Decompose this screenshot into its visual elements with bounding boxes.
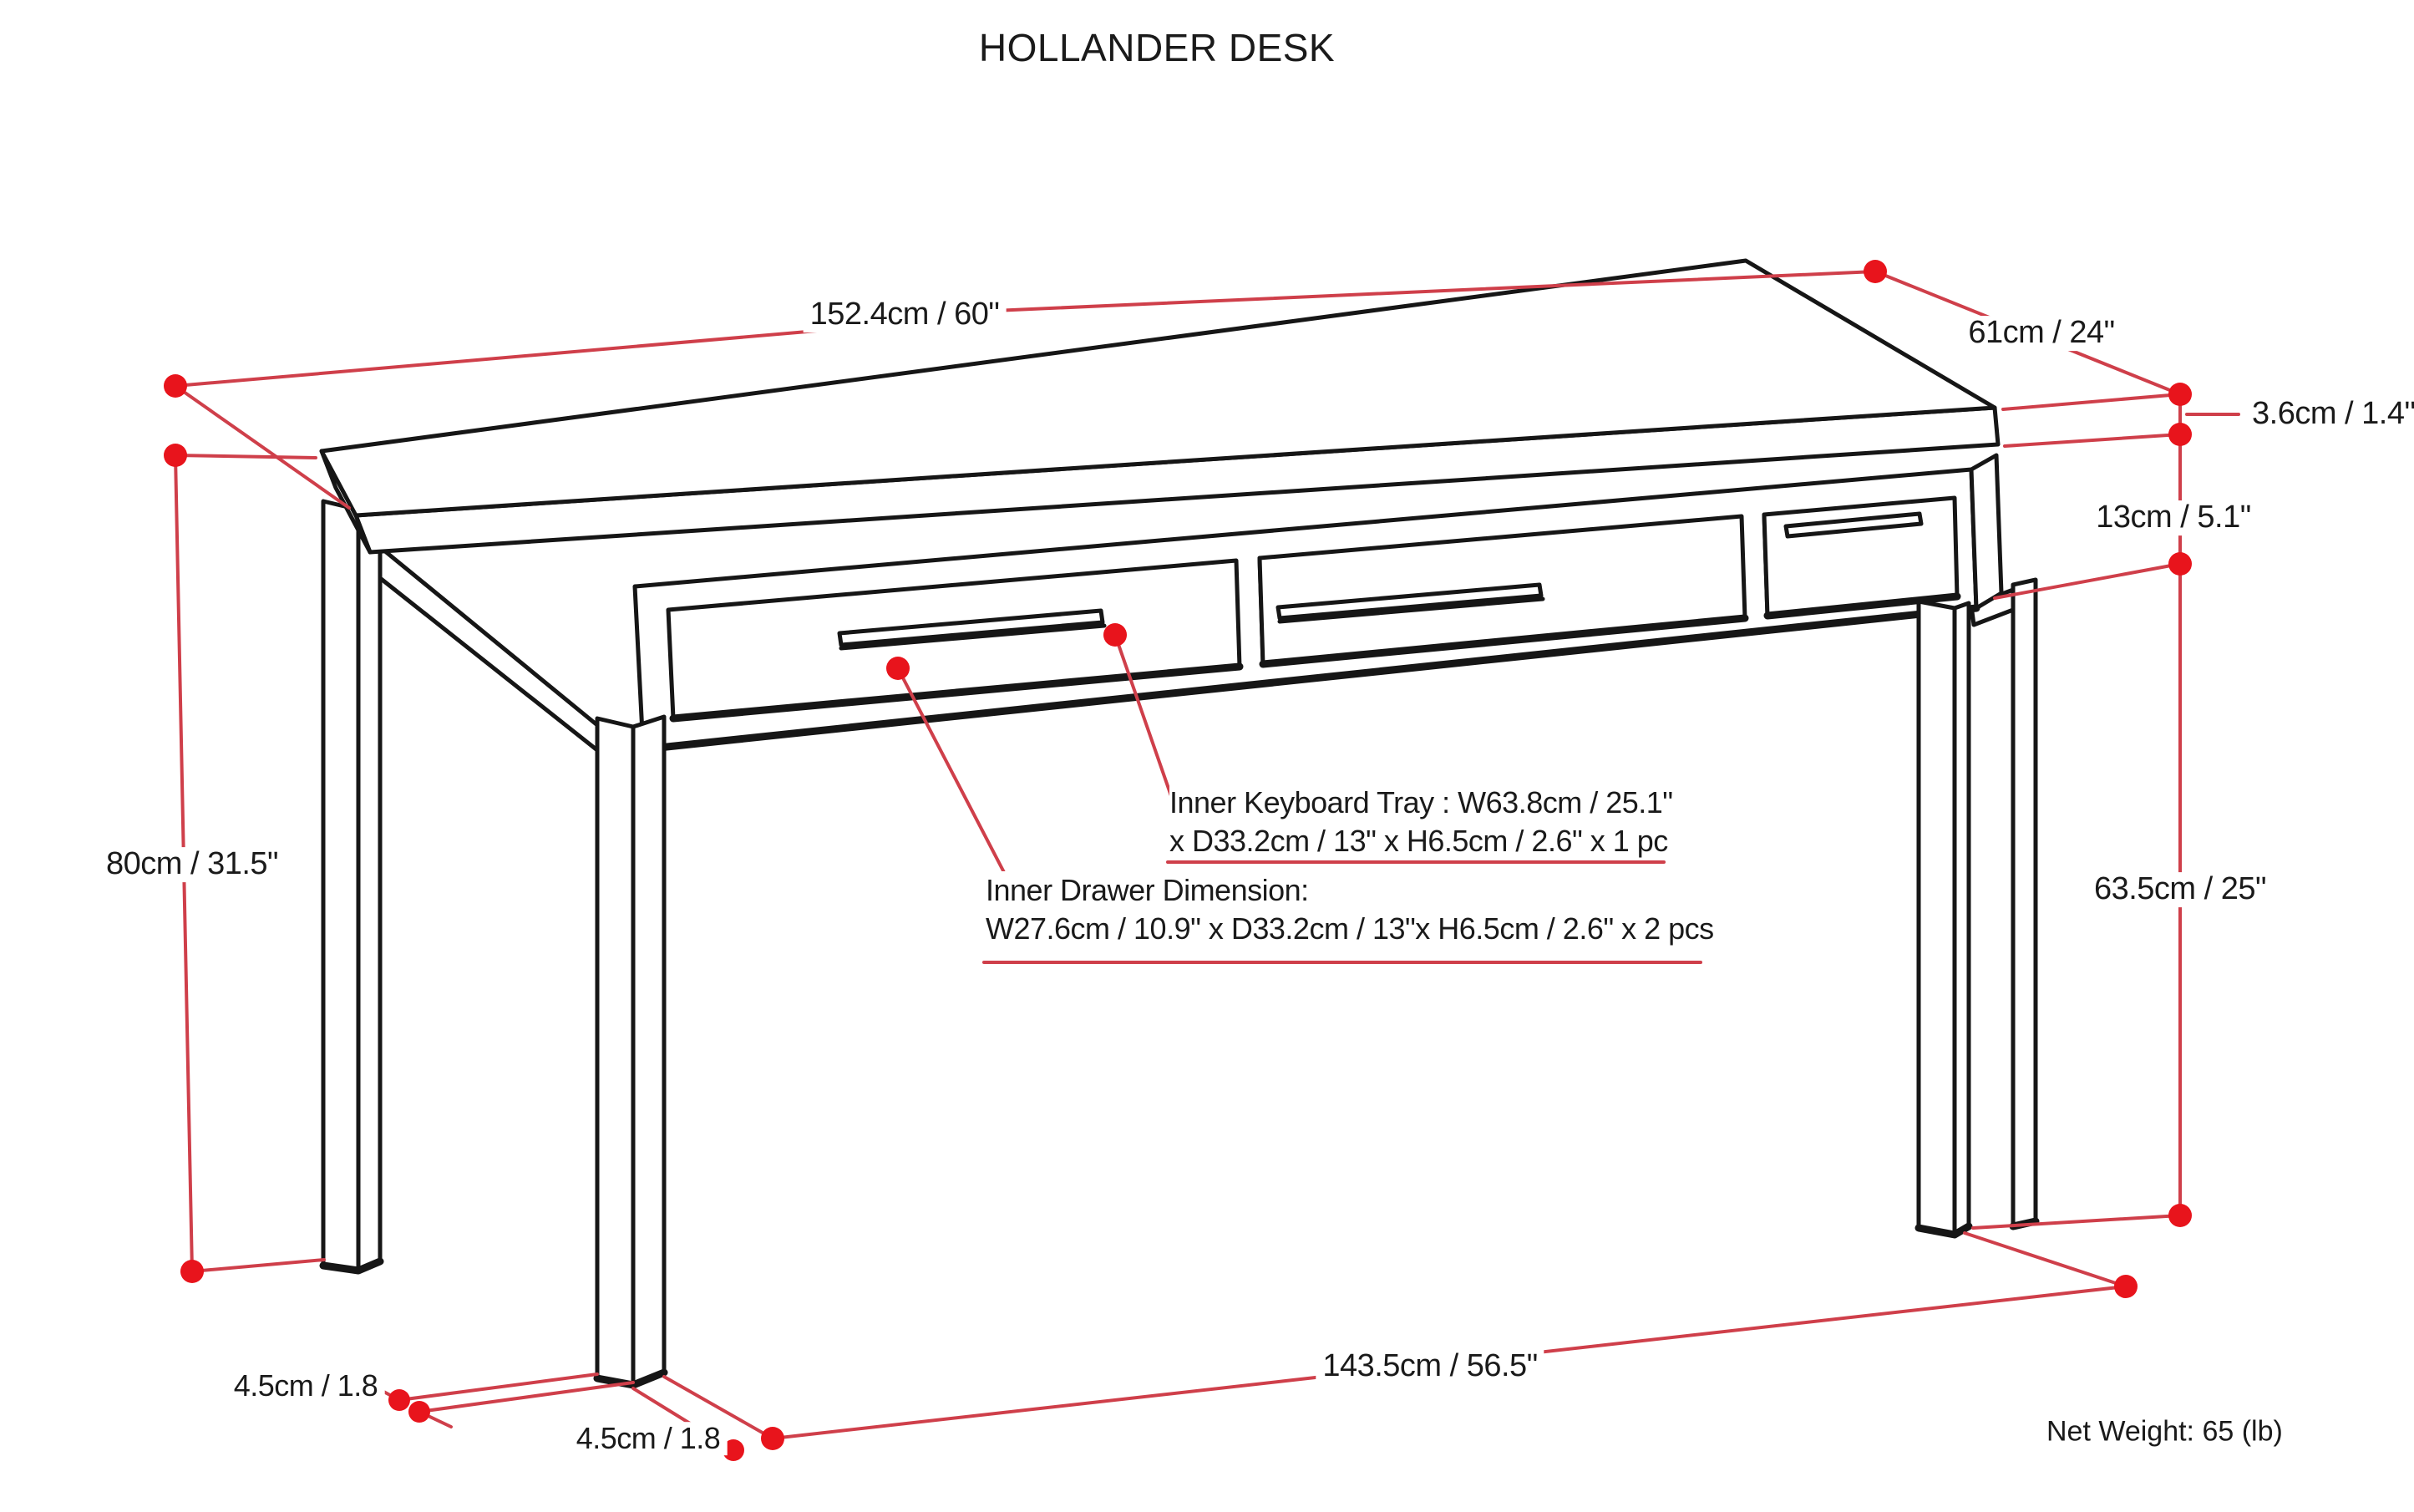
- leg-front-right: [1914, 599, 1973, 1239]
- drawer-right-pull: [1783, 511, 1924, 539]
- dim-dot-top-width-right: [1864, 260, 1887, 283]
- dimension-lines: [174, 270, 2240, 1452]
- diagram-title: HOLLANDER DESK: [978, 26, 1336, 69]
- dim-ext-slab-bottom: [2003, 433, 2182, 448]
- leader-drawer-note: [896, 667, 1008, 879]
- dim-line-leg-front-b: [418, 1381, 635, 1413]
- keyboard-tray-note-line1: Inner Keyboard Tray : W63.8cm / 25.1": [1169, 785, 1673, 819]
- dim-line-top-width-a: [174, 329, 819, 388]
- dim-dot-top-width-left: [164, 374, 187, 398]
- dim-line-leg-side-b: [662, 1375, 774, 1440]
- dim-dot-leg-span-left: [761, 1427, 784, 1450]
- dim-dot-overall-top: [164, 444, 187, 467]
- dim-overall-height-label: 80cm / 31.5": [99, 846, 286, 882]
- dim-leg-span-label: 143.5cm / 56.5": [1316, 1348, 1544, 1384]
- dim-leg-height-label: 63.5cm / 25": [2087, 871, 2274, 907]
- dim-dot-thickness-bottom: [2168, 423, 2192, 446]
- inner-drawer-note: Inner Drawer Dimension: W27.6cm / 10.9" …: [986, 871, 1714, 948]
- dim-dot-leg-side: [723, 1439, 744, 1461]
- dot-keyboard-note: [1103, 623, 1127, 647]
- desktop-top-face: [319, 258, 1997, 518]
- drawer-keyboard-bottom-edge: [1259, 614, 1749, 668]
- dim-dot-thickness-top: [2168, 383, 2192, 406]
- dim-dot-leg-span-right: [2114, 1275, 2138, 1298]
- dim-leader-leg-height-bottom: [1971, 1214, 2182, 1230]
- apron-bottom-edge: [639, 604, 1980, 753]
- drawer-keyboard-pull: [1275, 582, 1545, 624]
- dim-leg-thickness-side-label: 4.5cm / 1.8: [569, 1422, 728, 1455]
- dim-line-top-width-b: [992, 270, 1877, 312]
- drawer-left-pull: [837, 608, 1107, 651]
- dim-line-leg-front-a: [398, 1372, 599, 1402]
- keyboard-tray-note-line2: x D33.2cm / 13" x H6.5cm / 2.6" x 1 pc: [1169, 824, 1668, 858]
- dim-top-thickness-label: 3.6cm / 1.4": [2245, 396, 2414, 432]
- dimension-dots: [164, 260, 2192, 1461]
- dim-dot-leg-front-b: [408, 1401, 430, 1423]
- dim-dot-leg-front-a: [388, 1389, 410, 1411]
- dim-ext-top-corner: [2001, 393, 2182, 411]
- dim-leg-thickness-front-label: 4.5cm / 1.8: [226, 1369, 385, 1403]
- dim-apron-height-label: 13cm / 5.1": [2089, 500, 2258, 535]
- dim-leader-overall-bottom: [190, 1258, 326, 1273]
- dim-dot-leg-height-bottom: [2168, 1204, 2192, 1227]
- left-side-rail: [378, 545, 600, 753]
- drawer-left-bottom-edge: [669, 662, 1244, 723]
- apron-right-end: [1969, 453, 2004, 611]
- dim-leader-leg-span-right: [1963, 1231, 2127, 1288]
- dim-ext-apron-bottom: [1993, 562, 2182, 600]
- inner-drawer-note-line2: W27.6cm / 10.9" x D33.2cm / 13"x H6.5cm …: [986, 911, 1714, 946]
- leg-back-right: [2009, 577, 2040, 1230]
- dim-top-width-label: 152.4cm / 60": [803, 297, 1007, 332]
- leg-back-left: [319, 499, 384, 1275]
- keyboard-tray-note: Inner Keyboard Tray : W63.8cm / 25.1" x …: [1169, 784, 1673, 860]
- dim-leader-overall-top: [174, 454, 317, 459]
- dim-dot-apron-bottom: [2168, 552, 2192, 576]
- dot-drawer-note: [886, 657, 910, 680]
- leg-front-left: [593, 714, 668, 1389]
- dim-dot-overall-bottom: [180, 1260, 204, 1283]
- dim-depth-label: 61cm / 24": [1961, 315, 2122, 351]
- inner-drawer-note-line1: Inner Drawer Dimension:: [986, 873, 1309, 907]
- net-weight-label: Net Weight: 65 (lb): [2046, 1415, 2283, 1448]
- drawer-right-bottom-edge: [1763, 592, 1961, 620]
- dim-leader-top-width-left: [174, 384, 351, 510]
